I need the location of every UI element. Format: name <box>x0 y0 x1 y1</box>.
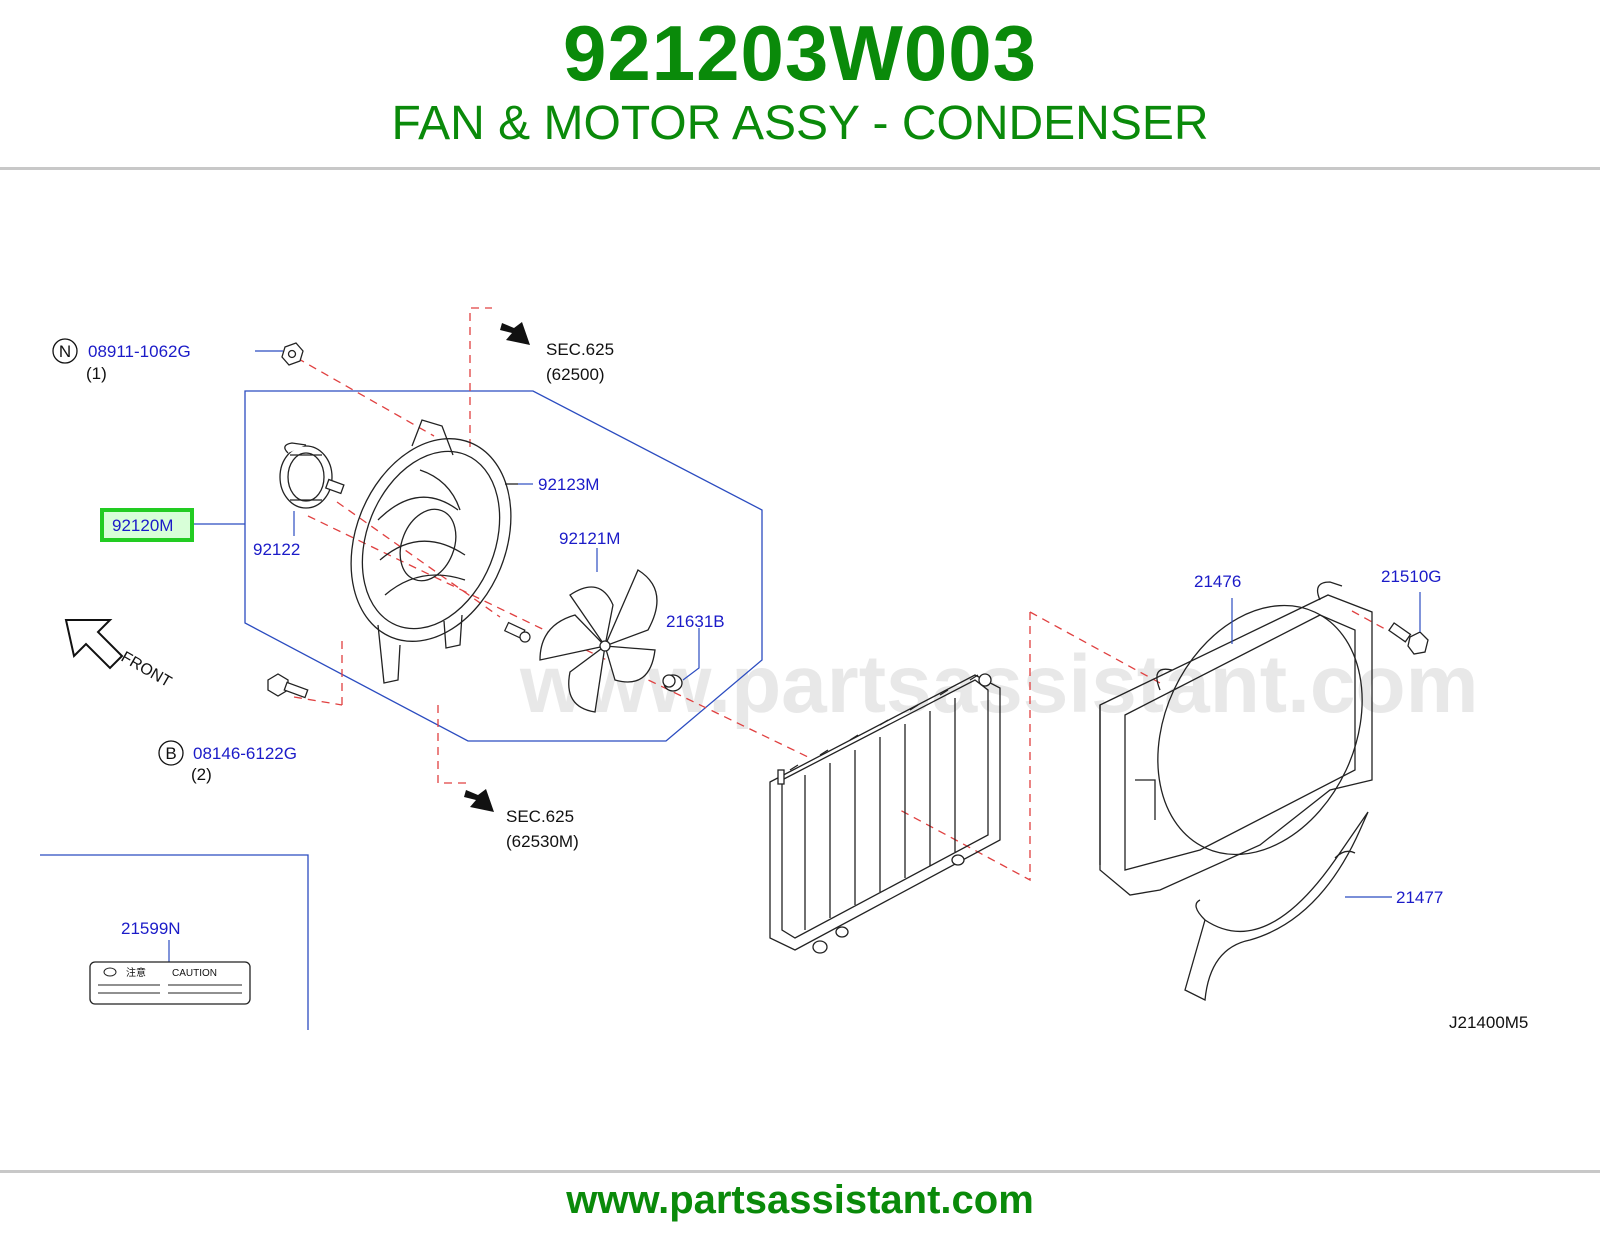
drawing-id: J21400M5 <box>1449 1013 1528 1032</box>
fan-shroud-icon <box>350 419 518 684</box>
callout-assy[interactable]: 92120M <box>112 516 173 535</box>
assy-highlight-box <box>100 508 194 542</box>
callout-bolt-qty: (2) <box>191 765 212 784</box>
radiator-shroud-icon <box>1099 581 1373 896</box>
callout-lower-shroud[interactable]: 21477 <box>1396 888 1443 907</box>
section-upper: SEC.625 <box>546 340 614 359</box>
callout-shroud-clip[interactable]: 21510G <box>1381 567 1442 586</box>
clip-icon <box>1388 622 1429 655</box>
caution-label-icon <box>89 961 251 1005</box>
callout-radiator-shroud[interactable]: 21476 <box>1194 572 1241 591</box>
section-upper-ref: (62500) <box>546 365 605 384</box>
callout-nut-qty: (1) <box>86 364 107 383</box>
callout-fan[interactable]: 92121M <box>559 529 620 548</box>
caution-kanji: 注意 <box>126 966 146 979</box>
section-arrow-icon <box>464 322 530 812</box>
radiator-icon <box>769 673 1001 954</box>
section-lower-ref: (62530M) <box>506 832 579 851</box>
front-arrow-icon <box>64 619 124 670</box>
callout-bolt[interactable]: 08146-6122G <box>193 744 297 763</box>
part-name-subtitle: FAN & MOTOR ASSY - CONDENSER <box>391 97 1209 150</box>
bolt-marker-letter: B <box>165 744 176 763</box>
motor-icon <box>279 442 345 509</box>
nut-marker-letter: N <box>59 342 71 361</box>
lower-shroud-icon <box>1184 811 1369 1002</box>
section-lower: SEC.625 <box>506 807 574 826</box>
callout-nut[interactable]: 08911-1062G <box>88 342 191 361</box>
caution-text: CAUTION <box>172 968 217 979</box>
callout-caution-label[interactable]: 21599N <box>121 919 181 938</box>
nut-icon <box>281 342 304 366</box>
bolt-marker-icon <box>158 740 184 766</box>
footer-divider <box>0 1170 1600 1173</box>
fan-blade-icon <box>539 569 658 713</box>
screw-icon <box>503 621 531 643</box>
front-label: FRONT <box>118 649 174 691</box>
callout-shroud[interactable]: 92123M <box>538 475 599 494</box>
part-number-title: 921203W003 <box>562 9 1038 97</box>
header-divider <box>0 167 1600 170</box>
bolt-icon <box>267 673 309 699</box>
inset-border <box>40 854 309 1030</box>
footer-url[interactable]: www.partsassistant.com <box>566 1178 1034 1222</box>
parts-diagram: www.partsassistant.com <box>40 307 1528 1032</box>
collar-icon <box>662 674 683 692</box>
nut-marker-icon <box>52 338 78 364</box>
callout-motor[interactable]: 92122 <box>253 540 300 559</box>
callout-collar[interactable]: 21631B <box>666 612 725 631</box>
assembly-outline <box>244 390 763 742</box>
watermark-text: www.partsassistant.com <box>519 639 1479 730</box>
page-header: 921203W003 FAN & MOTOR ASSY - CONDENSER <box>0 0 1600 168</box>
reference-lines <box>293 307 1386 882</box>
